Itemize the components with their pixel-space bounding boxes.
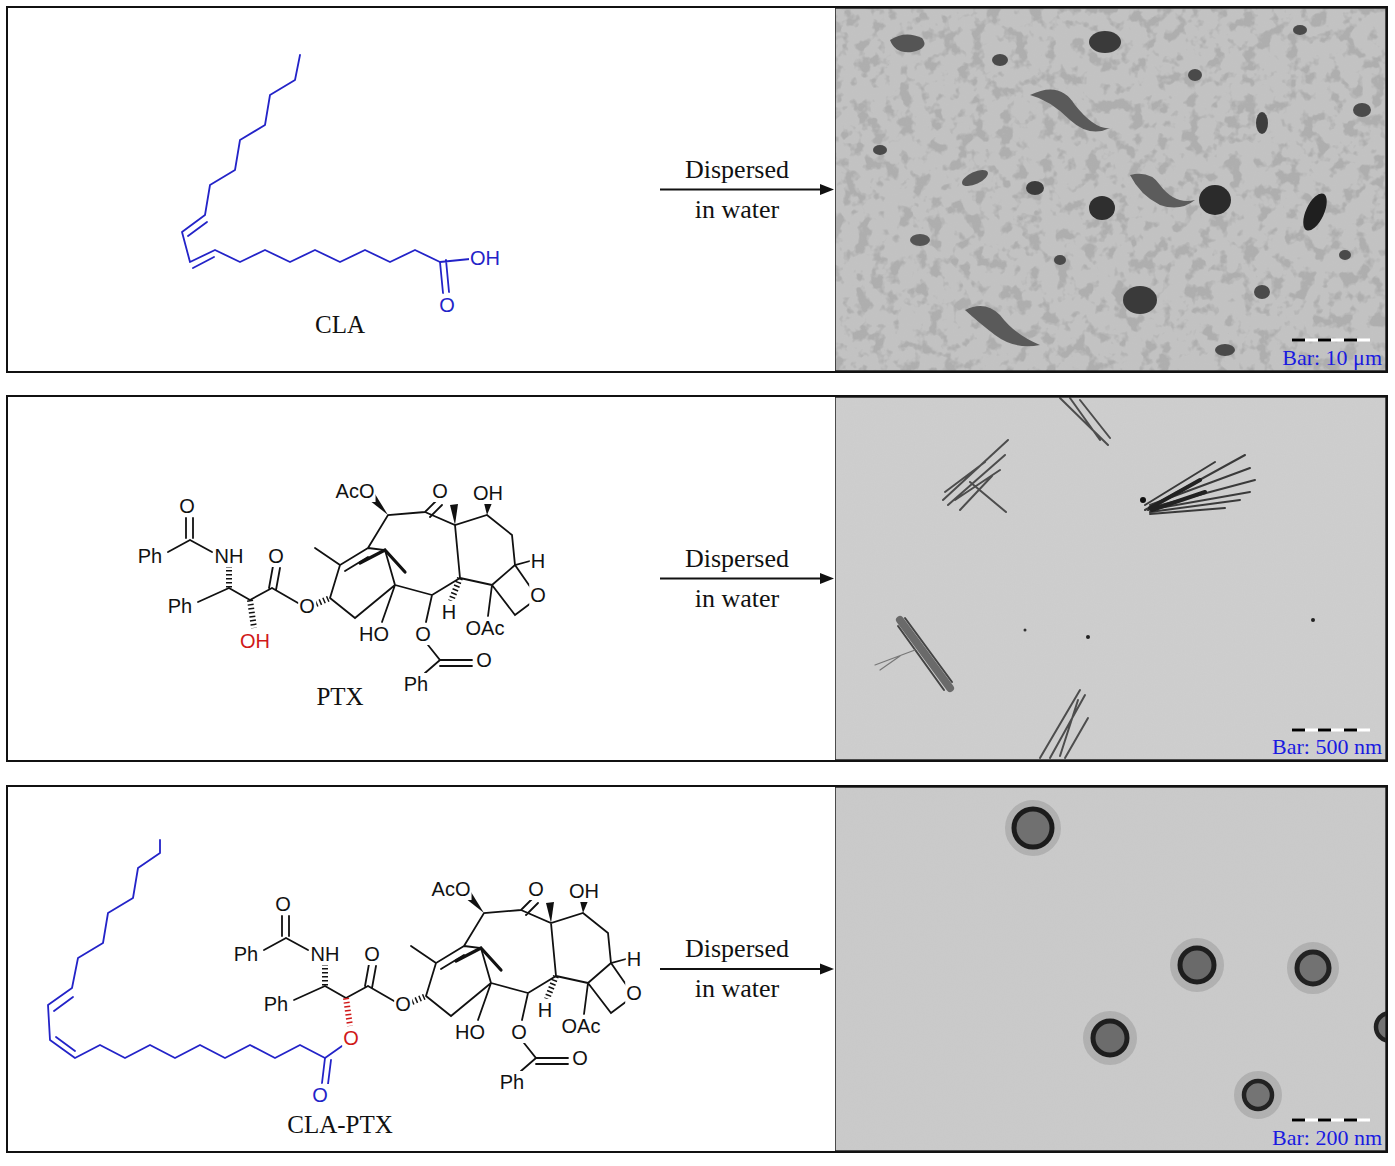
arrow-connector [660, 184, 834, 195]
compound-name: CLA [315, 311, 365, 339]
structure-box: PTX [130, 470, 660, 710]
atom-label: OH [469, 247, 501, 269]
atom-label: OAc [465, 617, 506, 639]
atom-label: O [438, 294, 456, 316]
atom-label: Ph [233, 943, 259, 965]
atom-label: O [527, 878, 545, 900]
atom-label: O [414, 623, 432, 645]
atom-label: H [530, 550, 546, 572]
atom-label: OAc [561, 1015, 602, 1037]
arrow-connector [660, 964, 834, 975]
connector-label: Dispersed in water [675, 150, 800, 230]
connector-label: Dispersed in water [675, 539, 800, 619]
atom-label: OH [472, 482, 504, 504]
scale-bar-label: Bar: 500 nm [1272, 735, 1382, 759]
atom-label: O [363, 943, 381, 965]
cla-ptx-structure [48, 840, 627, 1084]
compound-name: PTX [316, 683, 363, 711]
atom-label: AcO [431, 878, 472, 900]
atom-label: O [510, 1021, 528, 1043]
atom-label: AcO [335, 480, 376, 502]
atom-label: O [394, 993, 412, 1015]
panel-frame [7, 7, 1387, 1152]
tem-image [835, 787, 1386, 1151]
atom-label: Ph [263, 993, 289, 1015]
atom-label: OH [568, 880, 600, 902]
tem-image-box: Bar: 10 μm [835, 8, 1386, 371]
atom-label: HO [454, 1021, 486, 1043]
atom-label: Ph [167, 595, 193, 617]
atom-label: O [475, 649, 493, 671]
atom-label: H [537, 999, 553, 1021]
atom-label: O [625, 982, 643, 1004]
connector-label: Dispersed in water [675, 929, 800, 1009]
tem-image-box: Bar: 200 nm [835, 787, 1386, 1151]
atom-label: Ph [403, 673, 429, 695]
atom-label: O [571, 1047, 589, 1069]
compound-name: CLA-PTX [287, 1111, 393, 1139]
atom-label: H [441, 601, 457, 623]
atom-label: Ph [499, 1071, 525, 1093]
atom-label: NH [214, 545, 245, 567]
atom-label: O [267, 545, 285, 567]
ptx-structure [168, 494, 531, 673]
atom-label: O [529, 584, 547, 606]
atom-label: O [178, 495, 196, 517]
arrow-connector [660, 573, 834, 584]
atom-label: O [431, 480, 449, 502]
atom-label: O [274, 893, 292, 915]
atom-label: Ph [137, 545, 163, 567]
structure-box: CLA-PTX [30, 830, 660, 1140]
atom-label: O [311, 1084, 329, 1106]
cla-structure [182, 55, 470, 293]
tem-image-box: Bar: 500 nm [835, 397, 1386, 760]
atom-label: NH [310, 943, 341, 965]
tem-image [835, 8, 1386, 371]
atom-label: O [342, 1027, 360, 1049]
scale-bar-label: Bar: 200 nm [1272, 1126, 1382, 1150]
atom-label: HO [358, 623, 390, 645]
structure-box: CLA [140, 40, 660, 340]
atom-label: H [626, 948, 642, 970]
atom-label: OH [239, 630, 271, 652]
atom-label: O [298, 595, 316, 617]
tem-image [835, 397, 1386, 760]
panel-frame [7, 7, 1387, 1152]
scale-bar-label: Bar: 10 μm [1282, 346, 1382, 370]
